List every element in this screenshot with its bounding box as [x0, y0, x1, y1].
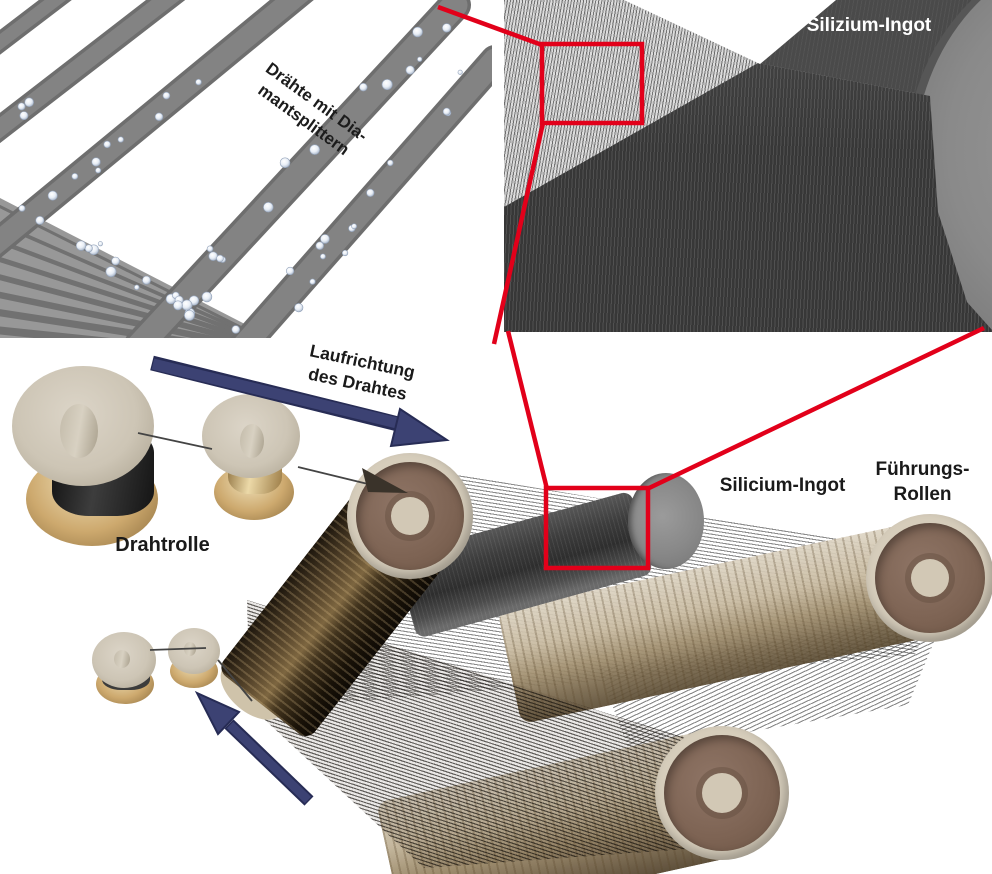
rollers-label-line1: Führungs-: [875, 459, 970, 480]
roller-cap-hub: [910, 558, 950, 598]
guide-roller-3-cap: [655, 726, 789, 860]
silizium-ingot-label: Silizium-Ingot: [806, 15, 932, 36]
roller-cap-hub: [391, 497, 429, 535]
diamond-wire-label: Drähte mit Dia- mantsplittern: [226, 42, 394, 181]
wire-spool-large-hub: [60, 404, 98, 458]
roller-cap-hub: [701, 772, 743, 814]
spool-label: Drahtrolle: [115, 534, 210, 556]
takeup-spool-1-hub: [114, 650, 130, 668]
inset-wire-field-zoom: Silizium-Ingot: [504, 0, 992, 332]
takeup-spool-2-hub: [184, 642, 196, 656]
ingot-label: Silicium-Ingot: [719, 475, 846, 496]
silicon-ingot-end-face: [628, 473, 704, 569]
wire-spool-small-hub: [240, 424, 264, 458]
ingot-sawn-side: [504, 63, 992, 332]
rollers-label-line2: Rollen: [893, 483, 952, 505]
guide-roller-2-cap: [866, 514, 992, 642]
wire-direction-label: Laufrichtung des Drahtes: [262, 331, 457, 415]
zoom-connector-3: [505, 330, 550, 490]
rollers-label: Führungs- Rollen: [855, 458, 990, 507]
guide-roller-1-cap: [347, 453, 473, 579]
